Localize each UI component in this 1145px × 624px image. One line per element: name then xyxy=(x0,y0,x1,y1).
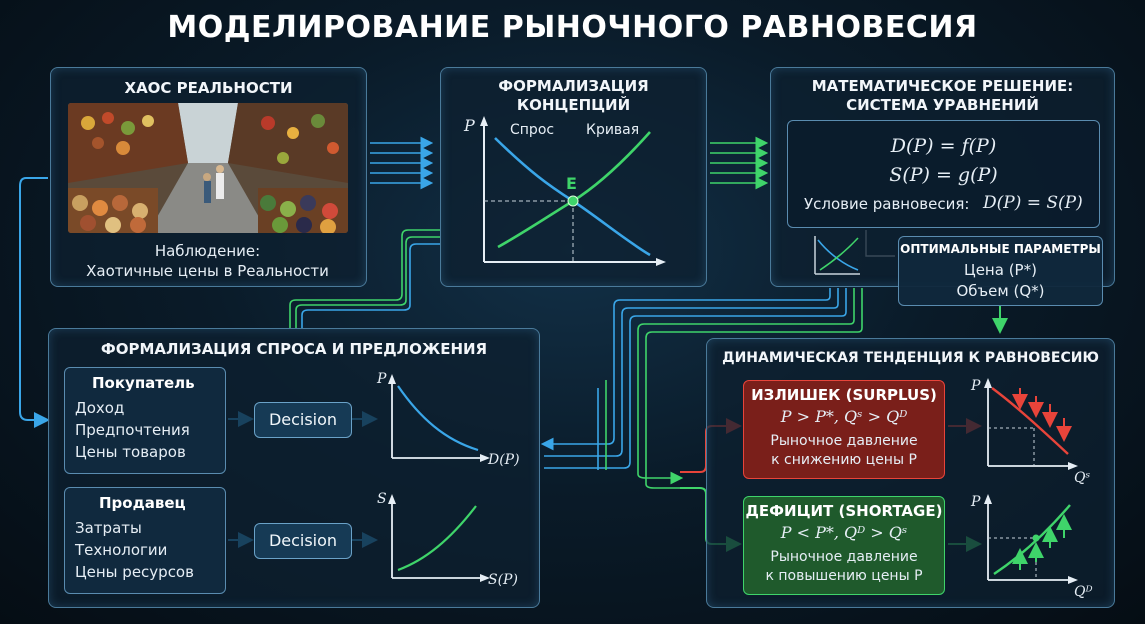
math-title-1: МАТЕМАТИЧЕСКОЕ РЕШЕНИЕ: xyxy=(811,77,1074,95)
concepts-curve-label: Кривая xyxy=(586,122,640,138)
seller-box: Продавец Затраты Технологии Цены ресурсо… xyxy=(64,487,226,594)
demand-axis-y: P xyxy=(377,371,387,387)
seller-item: Затраты xyxy=(75,519,142,537)
shortage-curve xyxy=(993,504,1071,575)
supply-curve-small xyxy=(397,505,477,572)
surplus-text-1: Рыночное давление xyxy=(770,433,918,449)
seller-item: Технологии xyxy=(75,541,168,559)
supply-axis-x: S(P) xyxy=(488,572,518,588)
equilibrium-point xyxy=(567,195,579,207)
shortage-box: ДЕФИЦИТ (SHORTAGE) P < P*, Qᴰ > Qˢ Рыноч… xyxy=(743,496,945,595)
buyer-title: Покупатель xyxy=(92,374,195,392)
shortage-title: ДЕФИЦИТ (SHORTAGE) xyxy=(745,502,943,520)
seller-decision-box: Decision xyxy=(254,523,352,559)
optimal-title: ОПТИМАЛЬНЫЕ ПАРАМЕТРЫ xyxy=(900,242,1101,256)
buyer-item: Доход xyxy=(75,399,125,417)
shortage-text-2: к повышению цены P xyxy=(765,568,923,584)
shortage-axis-x: Qᴰ xyxy=(1074,584,1093,600)
buyer-box: Покупатель Доход Предпочтения Цены товар… xyxy=(64,367,226,474)
surplus-axis-x: Qˢ xyxy=(1074,470,1091,486)
surplus-title: ИЗЛИШЕК (SURPLUS) xyxy=(751,386,937,404)
shortage-condition: P < P*, Qᴰ > Qˢ xyxy=(780,523,908,542)
chaos-title: ХАОС РЕАЛЬНОСТИ xyxy=(124,79,293,97)
demand-axis-x: D(P) xyxy=(488,452,520,468)
seller-title: Продавец xyxy=(99,494,186,512)
chaos-caption-2: Хаотичные цены в Реальности xyxy=(86,262,329,280)
buyer-item: Предпочтения xyxy=(75,421,190,439)
equations-box: D(P) = f(P) S(P) = g(P) Условие равновес… xyxy=(787,120,1100,228)
dynamic-title: ДИНАМИЧЕСКАЯ ТЕНДЕНЦИЯ К РАВНОВЕСИЮ xyxy=(722,350,1099,366)
surplus-curve xyxy=(991,387,1069,455)
buyer-item: Цены товаров xyxy=(75,443,186,461)
demand-curve-small xyxy=(397,385,479,452)
surplus-box: ИЗЛИШЕК (SURPLUS) P > P*, Qˢ > Qᴰ Рыночн… xyxy=(743,380,945,479)
equilibrium-condition: D(P) = S(P) xyxy=(983,193,1083,213)
optimal-price: Цена (P*) xyxy=(964,261,1037,279)
chaos-caption-1: Наблюдение: xyxy=(154,242,261,260)
math-title-2: СИСТЕМА УРАВНЕНИЙ xyxy=(846,96,1039,114)
buyer-decision-box: Decision xyxy=(254,402,352,438)
market-photo xyxy=(68,103,348,233)
concepts-title-1: ФОРМАЛИЗАЦИЯ xyxy=(498,77,649,95)
market-illustration xyxy=(68,103,348,233)
page-title: МОДЕЛИРОВАНИЕ РЫНОЧНОГО РАВНОВЕСИЯ xyxy=(167,10,978,45)
equation-demand: D(P) = f(P) xyxy=(890,135,997,157)
surplus-condition: P > P*, Qˢ > Qᴰ xyxy=(780,407,908,426)
concepts-demand-label: Спрос xyxy=(510,122,555,138)
shortage-text-1: Рыночное давление xyxy=(770,549,918,565)
concepts-eq-label: E xyxy=(566,174,577,193)
supply-axis-y: S xyxy=(377,491,387,507)
surplus-text-2: к снижению цены P xyxy=(771,452,917,468)
concepts-title-2: КОНЦЕПЦИЙ xyxy=(516,96,631,114)
shortage-axis-y: P xyxy=(971,494,981,510)
seller-item: Цены ресурсов xyxy=(75,563,194,581)
surplus-axis-y: P xyxy=(971,378,981,394)
supply-demand-title: ФОРМАЛИЗАЦИЯ СПРОСА И ПРЕДЛОЖЕНИЯ xyxy=(100,340,488,358)
concepts-axis-p: P xyxy=(464,116,475,135)
equation-supply: S(P) = g(P) xyxy=(889,164,998,186)
optimal-parameters-box: ОПТИМАЛЬНЫЕ ПАРАМЕТРЫ Цена (P*) Объем (Q… xyxy=(898,236,1103,306)
optimal-volume: Объем (Q*) xyxy=(956,282,1045,300)
equilibrium-condition-label: Условие равновесия: xyxy=(804,195,970,213)
